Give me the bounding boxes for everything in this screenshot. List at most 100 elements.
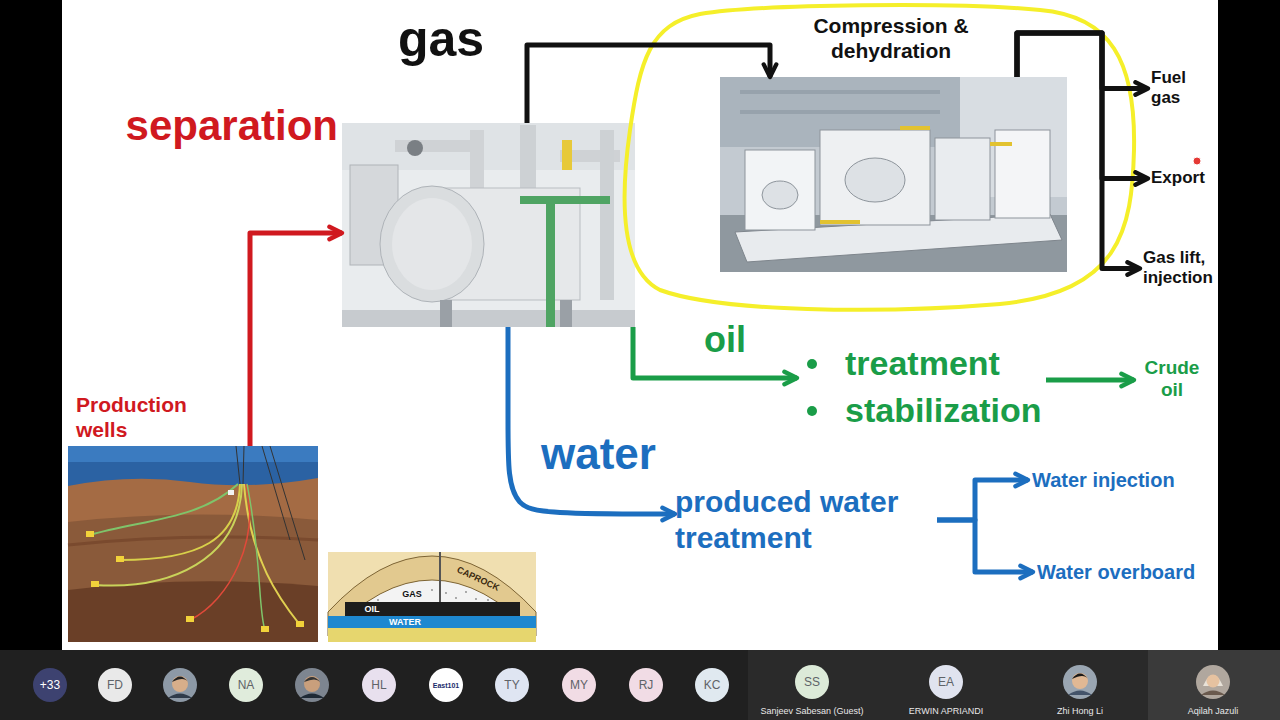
participant-avatars (1201, 691, 1225, 696)
participant-avatars (304, 676, 320, 692)
reservoir-sketch (328, 552, 536, 642)
participant-avatars (362, 668, 396, 702)
compressor-illustration (845, 158, 905, 202)
compressor-illustration (720, 77, 1067, 272)
wells-illustration (243, 446, 244, 484)
participant-label: RJ (639, 679, 654, 691)
wells-illustration (186, 616, 194, 622)
compressor-illustration (720, 77, 1067, 272)
separator-illustration (562, 140, 572, 170)
separator-illustration (520, 196, 610, 204)
layer-label: OIL (365, 605, 380, 614)
node-text: Crude oil (1137, 357, 1207, 401)
reservoir-sketch (328, 556, 536, 636)
separator-illustration (470, 130, 484, 190)
output-label: Water injection (1028, 466, 1179, 494)
wells-picture: Production wells (68, 446, 318, 642)
reservoir-sketch (377, 599, 379, 601)
participant-avatars (295, 668, 329, 702)
participant-avatars (172, 676, 188, 692)
flow-arrow (1017, 33, 1148, 179)
compressor-illustration (820, 220, 860, 224)
participant-avatars (172, 677, 188, 683)
separator-illustration (392, 198, 472, 290)
compressor-illustration (900, 126, 930, 130)
participant-label: NA (238, 679, 255, 691)
reservoir-sketch (328, 552, 536, 642)
node-text: Water injection (1032, 468, 1175, 492)
participant-label: EA (938, 676, 954, 688)
flow-arrow (1046, 378, 1134, 383)
participant-avatars (229, 668, 263, 702)
participant-avatars (1072, 674, 1088, 680)
participant-avatars (33, 665, 1230, 702)
participant-avatars (1063, 665, 1097, 699)
separator-illustration (520, 125, 536, 195)
compressor-illustration (762, 181, 798, 209)
participant-avatars (163, 668, 197, 702)
wells-illustration (90, 484, 238, 535)
product-label: Crude oil (1134, 355, 1210, 403)
separator-illustration (380, 186, 484, 302)
slide-ground (62, 0, 1218, 650)
wells-illustration (244, 484, 300, 625)
compressor-illustration (740, 110, 940, 114)
highlight-loop (624, 5, 1134, 310)
output-label: Gas lift, injection (1140, 246, 1220, 291)
reservoir-sketch (328, 628, 536, 642)
separator-illustration (342, 310, 635, 327)
call-bar (0, 650, 1280, 720)
separator-illustration (440, 300, 452, 327)
participant-avatars (1068, 691, 1092, 696)
participant-avatars (929, 665, 963, 699)
participant-avatars (163, 668, 197, 702)
flow-label: gas (398, 14, 484, 64)
wells-illustration (68, 537, 318, 545)
wells-illustration (68, 446, 318, 642)
participant-avatars (33, 668, 67, 702)
participant-avatars (1207, 675, 1220, 688)
wells-illustration (91, 581, 99, 587)
participant-avatars (168, 694, 192, 699)
layer-label: CAPROCK (455, 565, 500, 592)
wells-illustration (116, 556, 124, 562)
output-label: Water overboard (1033, 558, 1200, 586)
output-label: Fuel gas (1148, 66, 1206, 111)
compressor-illustration (935, 138, 990, 220)
participant-avatars (695, 668, 729, 702)
node-text: Gas lift, injection (1143, 248, 1217, 289)
bullet-list: treatmentstabilization (797, 340, 1046, 434)
flow-arrow (1017, 33, 1148, 89)
flow-arrow (937, 520, 1033, 572)
flow-label: oil (704, 322, 746, 358)
participant-label: Sanjeev Sabesan (Guest) (760, 707, 863, 716)
separator-illustration (600, 130, 614, 300)
flow-label: water (541, 432, 656, 476)
participant-avatars (1196, 665, 1230, 699)
wells-illustration (236, 446, 240, 484)
separator-illustration (395, 140, 475, 152)
node-text: produced water treatment (675, 484, 937, 556)
reservoir-sketch (345, 602, 520, 616)
participant-avatars (429, 668, 463, 702)
layer-label: WATER (389, 618, 421, 627)
participant-label: MY (570, 679, 588, 691)
wells-illustration (247, 484, 265, 630)
node-text: Compression & dehydration (801, 13, 981, 63)
separator-illustration (342, 123, 635, 327)
participant-avatars (562, 668, 596, 702)
participant-label: East101 (433, 682, 459, 689)
flow-arrow (1017, 33, 1140, 269)
reservoir-sketch (328, 616, 536, 628)
bullet-item: treatment (845, 340, 1042, 387)
reservoir-sketch (455, 597, 457, 599)
bullet-item: stabilization (845, 387, 1042, 434)
participant-avatars (304, 677, 320, 682)
participant-avatars (98, 668, 132, 702)
compressor-picture: Compression & dehydration (720, 77, 1067, 272)
participant-label: KC (704, 679, 721, 691)
participant-avatars (1063, 665, 1097, 699)
wells-illustration (261, 626, 269, 632)
